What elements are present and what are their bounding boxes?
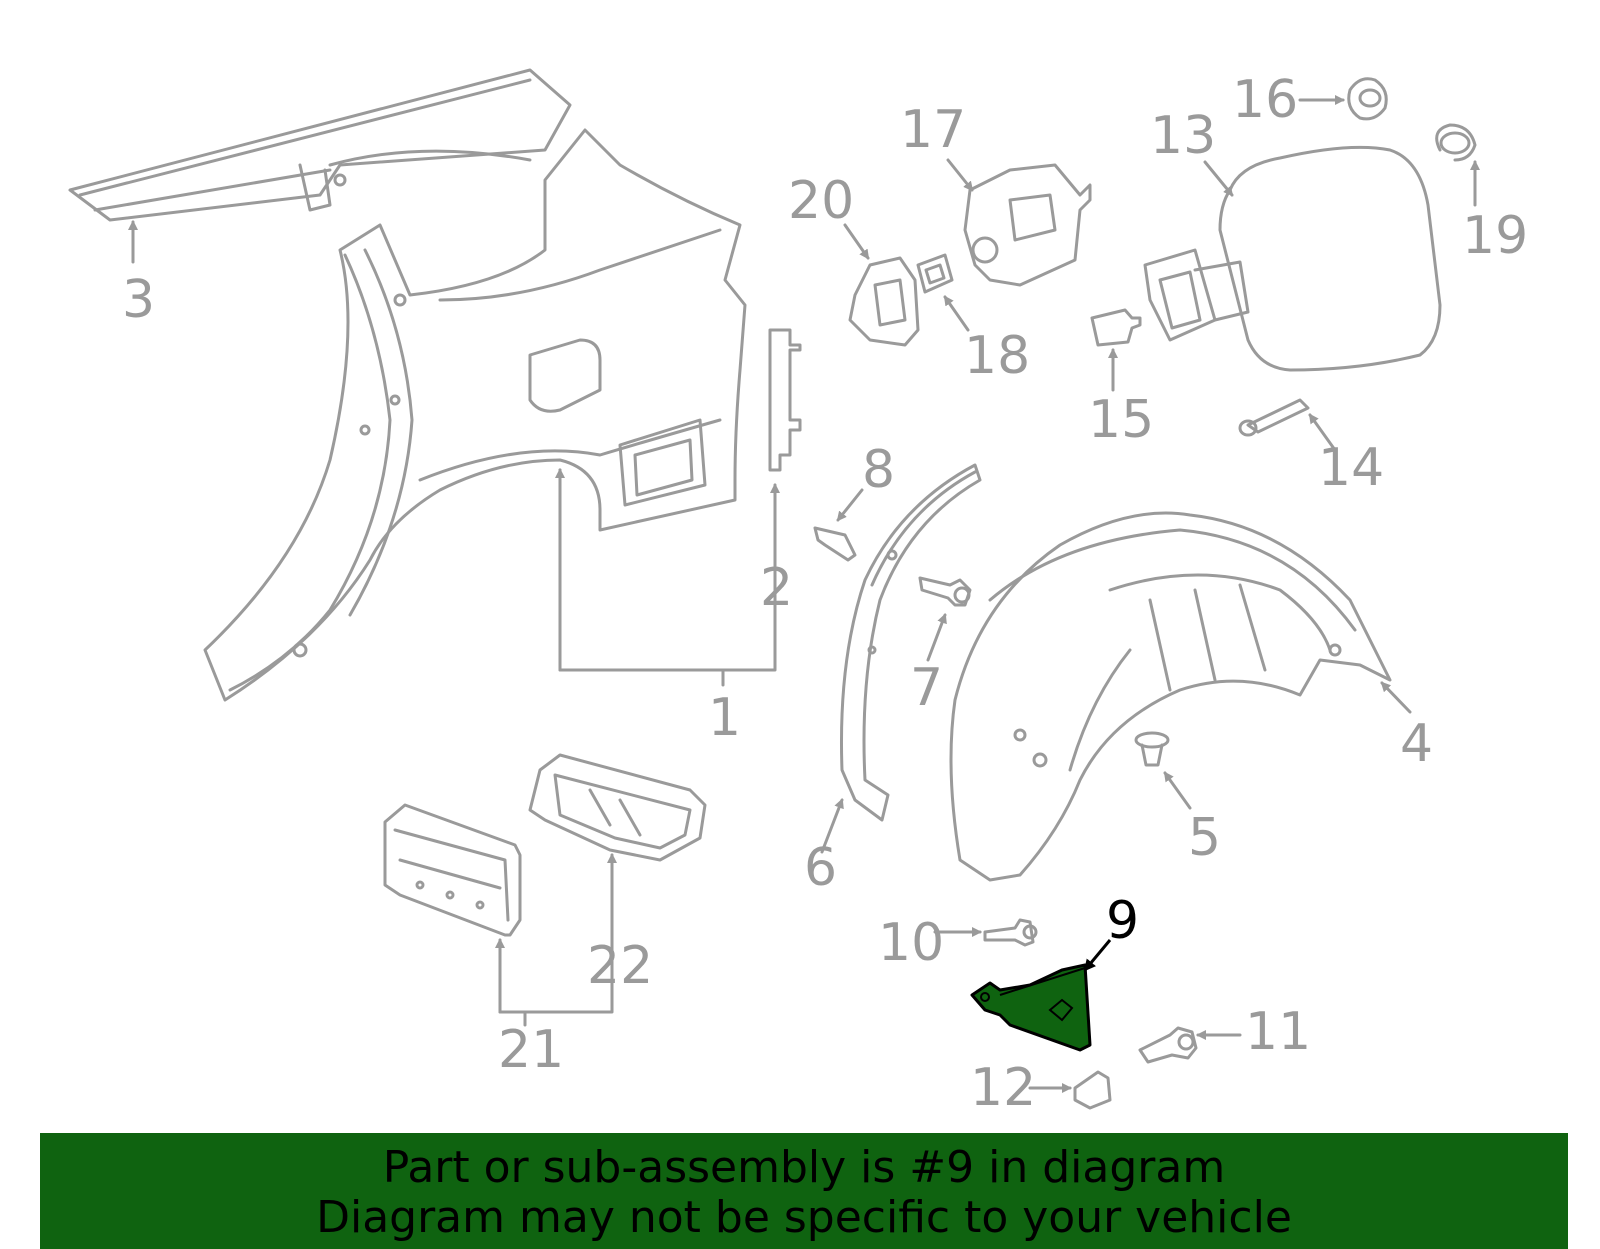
banner-line-2: Diagram may not be specific to your vehi… [316, 1192, 1292, 1243]
callout-18-leader [943, 295, 970, 332]
callout-label-10: 10 [878, 913, 945, 973]
part-20-filler-housing [848, 256, 920, 347]
part-18-gasket [916, 253, 954, 294]
callout-8-leader [836, 488, 864, 522]
callout-label-4: 4 [1400, 714, 1434, 774]
part-8-clip [813, 526, 857, 562]
callout-4-leader [1380, 681, 1412, 714]
callout-label-6: 6 [804, 838, 838, 898]
part-19-spring [1435, 123, 1477, 162]
callout-label-11: 11 [1245, 1002, 1312, 1062]
callout-label-1: 1 [708, 688, 742, 748]
callout-label-22: 22 [587, 936, 654, 996]
part-11-bolt [1138, 1026, 1198, 1064]
part-22-tray [528, 753, 707, 862]
part-4-wheelhouse-liner [949, 511, 1392, 882]
callout-14-leader [1308, 413, 1337, 452]
part-13-filler-door [1143, 145, 1442, 372]
callout-label-7: 7 [910, 658, 944, 718]
callout-label-8: 8 [862, 440, 896, 500]
callout-17-leader [946, 158, 974, 192]
callout-7-leader [926, 613, 947, 662]
callout-label-18: 18 [964, 326, 1031, 386]
callout-label-19: 19 [1462, 206, 1529, 266]
part-21-box [383, 803, 522, 937]
part-10-screw [983, 918, 1038, 947]
callout-label-3: 3 [122, 270, 156, 330]
callout-label-2: 2 [760, 558, 794, 618]
callout-label-5: 5 [1188, 808, 1222, 868]
part-16-nut [1347, 77, 1388, 121]
callout-1-leader [558, 468, 780, 672]
part-14-pin [1238, 398, 1310, 437]
callout-label-15: 15 [1088, 390, 1155, 450]
callout-label-16: 16 [1232, 70, 1299, 130]
callout-13-leader [1203, 160, 1234, 197]
part-2-bracket [768, 328, 802, 472]
part-7-bolt [918, 576, 972, 607]
callout-label-9: 9 [1106, 891, 1140, 951]
callout-label-12: 12 [970, 1058, 1037, 1118]
callout-label-14: 14 [1318, 438, 1385, 498]
callout-20-leader [843, 223, 870, 260]
part-3-roof-rail [68, 68, 572, 222]
part-15-cap [1090, 308, 1142, 347]
part-1-quarter-panel [203, 128, 747, 702]
part-5-push-clip [1134, 731, 1170, 767]
info-banner: Part or sub-assembly is #9 in diagram Di… [40, 1133, 1568, 1249]
callout-5-leader [1163, 771, 1192, 810]
callout-label-21: 21 [498, 1020, 565, 1080]
callout-label-13: 13 [1150, 106, 1217, 166]
callout-label-20: 20 [788, 171, 855, 231]
callout-label-17: 17 [900, 100, 967, 160]
part-17-actuator [963, 163, 1092, 287]
part-9-highlighted-bracket [970, 939, 1112, 1052]
callout-6-leader [820, 798, 844, 854]
banner-line-1: Part or sub-assembly is #9 in diagram [382, 1142, 1226, 1193]
part-6-arch-moulding [839, 463, 982, 822]
part-12-clip [1073, 1070, 1112, 1110]
